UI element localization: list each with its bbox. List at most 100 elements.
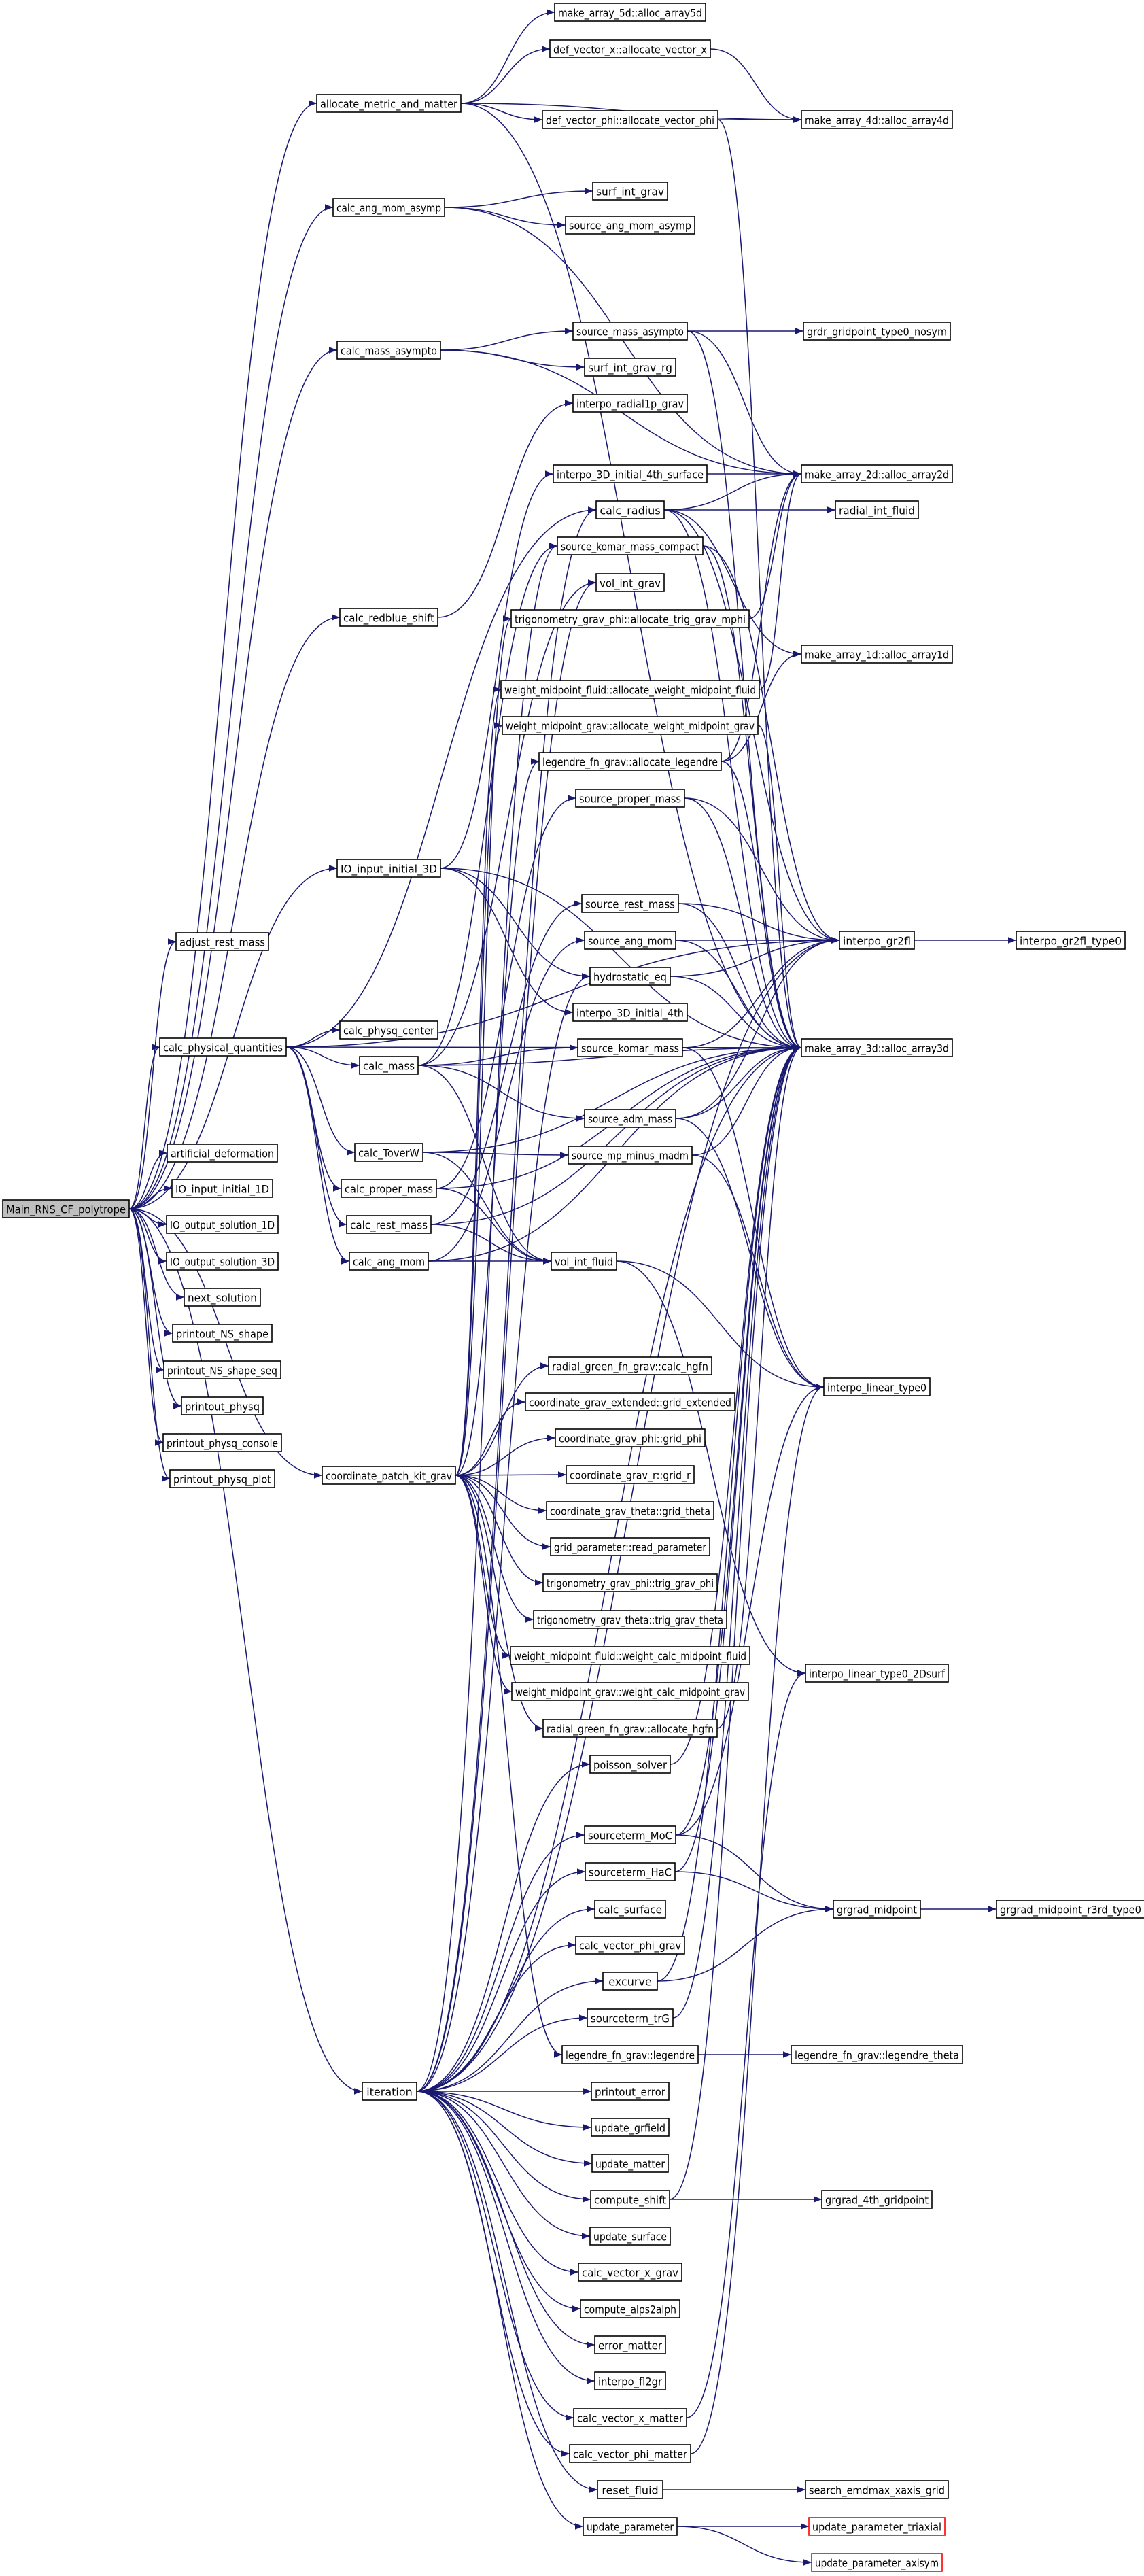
node-source-ang-mom[interactable]: source_ang_mom <box>584 931 676 950</box>
node-interpo-3d-initial-4th[interactable]: interpo_3D_initial_4th <box>572 1003 688 1022</box>
node-weight-grav-calc[interactable]: weight_midpoint_grav::weight_calc_midpoi… <box>511 1682 749 1701</box>
node-legendre-theta[interactable]: legendre_fn_grav::legendre_theta <box>791 2045 963 2064</box>
node-vol-int-grav[interactable]: vol_int_grav <box>595 573 665 592</box>
node-io-input-initial-1d[interactable]: IO_input_initial_1D <box>171 1179 273 1198</box>
node-calc-redblue-shift[interactable]: calc_redblue_shift <box>339 608 438 627</box>
node-source-mp-minus-madm[interactable]: source_mp_minus_madm <box>568 1146 693 1165</box>
node-update-surface[interactable]: update_surface <box>589 2227 671 2246</box>
node-source-mass-asympto[interactable]: source_mass_asympto <box>572 322 688 341</box>
node-grgrad-midpoint[interactable]: grgrad_midpoint <box>833 1900 921 1919</box>
node-interpo-gr2fl-type0[interactable]: interpo_gr2fl_type0 <box>1016 931 1126 950</box>
node-surf-int-grav-rg[interactable]: surf_int_grav_rg <box>584 358 676 377</box>
node-calc-physical-quantities[interactable]: calc_physical_quantities <box>159 1037 287 1057</box>
node-calc-ang-mom[interactable]: calc_ang_mom <box>349 1252 429 1271</box>
node-legendre-fn-grav-legendre[interactable]: legendre_fn_grav::legendre <box>561 2045 699 2064</box>
node-sourceterm-hac[interactable]: sourceterm_HaC <box>585 1862 676 1881</box>
node-weight-grav-allocate[interactable]: weight_midpoint_grav::allocate_weight_mi… <box>502 716 759 735</box>
node-weight-fluid-calc[interactable]: weight_midpoint_fluid::weight_calc_midpo… <box>510 1646 750 1665</box>
node-calc-vector-phi-matter[interactable]: calc_vector_phi_matter <box>569 2444 691 2463</box>
node-printout-ns-shape-seq[interactable]: printout_NS_shape_seq <box>163 1360 281 1379</box>
node-calc-ang-mom-asymp[interactable]: calc_ang_mom_asymp <box>332 198 445 217</box>
node-source-komar-mass[interactable]: source_komar_mass <box>577 1038 683 1057</box>
node-printout-physq-plot[interactable]: printout_physq_plot <box>169 1469 275 1488</box>
node-calc-mass-asympto[interactable]: calc_mass_asympto <box>336 341 441 360</box>
node-calc-vector-phi-grav[interactable]: calc_vector_phi_grav <box>575 1936 685 1955</box>
node-update-parameter-triaxial[interactable]: update_parameter_triaxial <box>808 2517 946 2536</box>
node-interpo-gr2fl[interactable]: interpo_gr2fl <box>839 931 915 950</box>
node-excurve[interactable]: excurve <box>602 1972 658 1991</box>
node-next-solution[interactable]: next_solution <box>184 1288 261 1307</box>
node-update-grfield[interactable]: update_grfield <box>591 2118 670 2137</box>
node-radial-int-fluid[interactable]: radial_int_fluid <box>835 500 919 519</box>
node-coordinate-grid-phi[interactable]: coordinate_grav_phi::grid_phi <box>555 1428 706 1447</box>
node-update-matter[interactable]: update_matter <box>591 2154 669 2173</box>
node-artificial-deformation[interactable]: artificial_deformation <box>167 1144 278 1163</box>
node-calc-physq-center[interactable]: calc_physq_center <box>339 1020 438 1040</box>
node-calc-vector-x-matter[interactable]: calc_vector_x_matter <box>573 2408 687 2427</box>
node-grdr-gridpoint-type0-nosym[interactable]: grdr_gridpoint_type0_nosym <box>803 322 951 341</box>
node-def-vector-phi[interactable]: def_vector_phi::allocate_vector_phi <box>542 110 718 129</box>
node-poisson-solver[interactable]: poisson_solver <box>589 1755 671 1774</box>
node-printout-physq-console[interactable]: printout_physq_console <box>162 1433 282 1452</box>
node-weight-fluid-allocate[interactable]: weight_midpoint_fluid::allocate_weight_m… <box>500 680 760 699</box>
node-trigonometry-allocate[interactable]: trigonometry_grav_phi::allocate_trig_gra… <box>510 609 750 628</box>
node-iteration[interactable]: iteration <box>362 2082 417 2101</box>
node-vol-int-fluid[interactable]: vol_int_fluid <box>551 1252 617 1271</box>
node-calc-mass[interactable]: calc_mass <box>359 1056 419 1075</box>
node-update-parameter-axisym[interactable]: update_parameter_axisym <box>811 2553 943 2572</box>
node-def-vector-x[interactable]: def_vector_x::allocate_vector_x <box>549 39 711 58</box>
node-coordinate-grid-theta[interactable]: coordinate_grav_theta::grid_theta <box>546 1501 714 1520</box>
node-interpo-linear-type0[interactable]: interpo_linear_type0 <box>823 1377 931 1396</box>
node-coordinate-grid-r[interactable]: coordinate_grav_r::grid_r <box>566 1465 695 1484</box>
node-grgrad-midpoint-r3rd-type0[interactable]: grgrad_midpoint_r3rd_type0 <box>996 1900 1144 1919</box>
node-io-output-solution-1d[interactable]: IO_output_solution_1D <box>166 1215 279 1234</box>
node-make-array-1d[interactable]: make_array_1d::alloc_array1d <box>801 645 953 664</box>
node-calc-toverw[interactable]: calc_ToverW <box>354 1143 423 1162</box>
node-source-rest-mass[interactable]: source_rest_mass <box>581 894 679 913</box>
node-hydrostatic-eq[interactable]: hydrostatic_eq <box>589 967 671 986</box>
node-allocate-metric-and-matter[interactable]: allocate_metric_and_matter <box>316 94 462 113</box>
node-sourceterm-trg[interactable]: sourceterm_trG <box>587 2008 674 2027</box>
node-make-array-3d[interactable]: make_array_3d::alloc_array3d <box>801 1038 953 1057</box>
node-source-ang-mom-asymp[interactable]: source_ang_mom_asymp <box>565 216 695 235</box>
node-update-parameter[interactable]: update_parameter <box>583 2517 678 2536</box>
node-compute-shift[interactable]: compute_shift <box>590 2190 670 2209</box>
node-calc-vector-x-grav[interactable]: calc_vector_x_grav <box>578 2263 682 2282</box>
node-calc-proper-mass[interactable]: calc_proper_mass <box>341 1179 437 1198</box>
node-io-input-initial-3d[interactable]: IO_input_initial_3D <box>336 859 441 878</box>
node-coordinate-patch-kit-grav[interactable]: coordinate_patch_kit_grav <box>322 1466 456 1485</box>
node-calc-radius[interactable]: calc_radius <box>595 500 665 519</box>
node-printout-error[interactable]: printout_error <box>591 2082 670 2101</box>
node-sourceterm-moc[interactable]: sourceterm_MoC <box>584 1825 676 1844</box>
node-grid-parameter-read[interactable]: grid_parameter::read_parameter <box>550 1537 710 1556</box>
node-grgrad-4th-gridpoint[interactable]: grgrad_4th_gridpoint <box>821 2190 933 2209</box>
node-calc-surface[interactable]: calc_surface <box>594 1900 666 1919</box>
node-trigonometry-trig-theta[interactable]: trigonometry_grav_theta::trig_grav_theta <box>533 1610 727 1629</box>
node-error-matter[interactable]: error_matter <box>594 2335 666 2354</box>
node-radial-green-allocate-hgfn[interactable]: radial_green_fn_grav::allocate_hgfn <box>542 1719 718 1738</box>
node-search-emdmax-xaxis-grid[interactable]: search_emdmax_xaxis_grid <box>805 2480 949 2499</box>
node-printout-physq[interactable]: printout_physq <box>181 1396 264 1415</box>
node-source-komar-mass-compact[interactable]: source_komar_mass_compact <box>557 536 704 555</box>
node-compute-alps2alph[interactable]: compute_alps2alph <box>580 2299 680 2318</box>
node-reset-fluid[interactable]: reset_fluid <box>597 2480 663 2499</box>
node-trigonometry-trig-phi[interactable]: trigonometry_grav_phi::trig_grav_phi <box>542 1573 718 1592</box>
node-source-proper-mass[interactable]: source_proper_mass <box>575 789 685 808</box>
node-make-array-2d[interactable]: make_array_2d::alloc_array2d <box>801 464 953 483</box>
node-printout-ns-shape[interactable]: printout_NS_shape <box>172 1324 273 1343</box>
node-interpo-linear-type0-2dsurf[interactable]: interpo_linear_type0_2Dsurf <box>805 1664 949 1683</box>
node-source-adm-mass[interactable]: source_adm_mass <box>584 1109 676 1128</box>
node-interpo-radial1p-grav[interactable]: interpo_radial1p_grav <box>572 394 688 413</box>
node-calc-rest-mass[interactable]: calc_rest_mass <box>346 1215 432 1234</box>
node-main-rns-cf-polytrope[interactable]: Main_RNS_CF_polytrope <box>2 1199 130 1218</box>
node-surf-int-grav[interactable]: surf_int_grav <box>592 182 668 201</box>
node-adjust-rest-mass[interactable]: adjust_rest_mass <box>175 932 269 951</box>
node-io-output-solution-3d[interactable]: IO_output_solution_3D <box>166 1252 279 1271</box>
node-make-array-4d[interactable]: make_array_4d::alloc_array4d <box>801 110 953 129</box>
node-interpo-fl2gr[interactable]: interpo_fl2gr <box>594 2371 666 2390</box>
node-interpo-3d-initial-4th-surface[interactable]: interpo_3D_initial_4th_surface <box>553 464 708 483</box>
node-make-array-5d[interactable]: make_array_5d::alloc_array5d <box>554 3 706 22</box>
node-radial-green-calc-hgfn[interactable]: radial_green_fn_grav::calc_hgfn <box>548 1356 712 1375</box>
node-legendre-allocate[interactable]: legendre_fn_grav::allocate_legendre <box>538 752 722 771</box>
node-coordinate-grid-extended[interactable]: coordinate_grav_extended::grid_extended <box>525 1392 735 1411</box>
